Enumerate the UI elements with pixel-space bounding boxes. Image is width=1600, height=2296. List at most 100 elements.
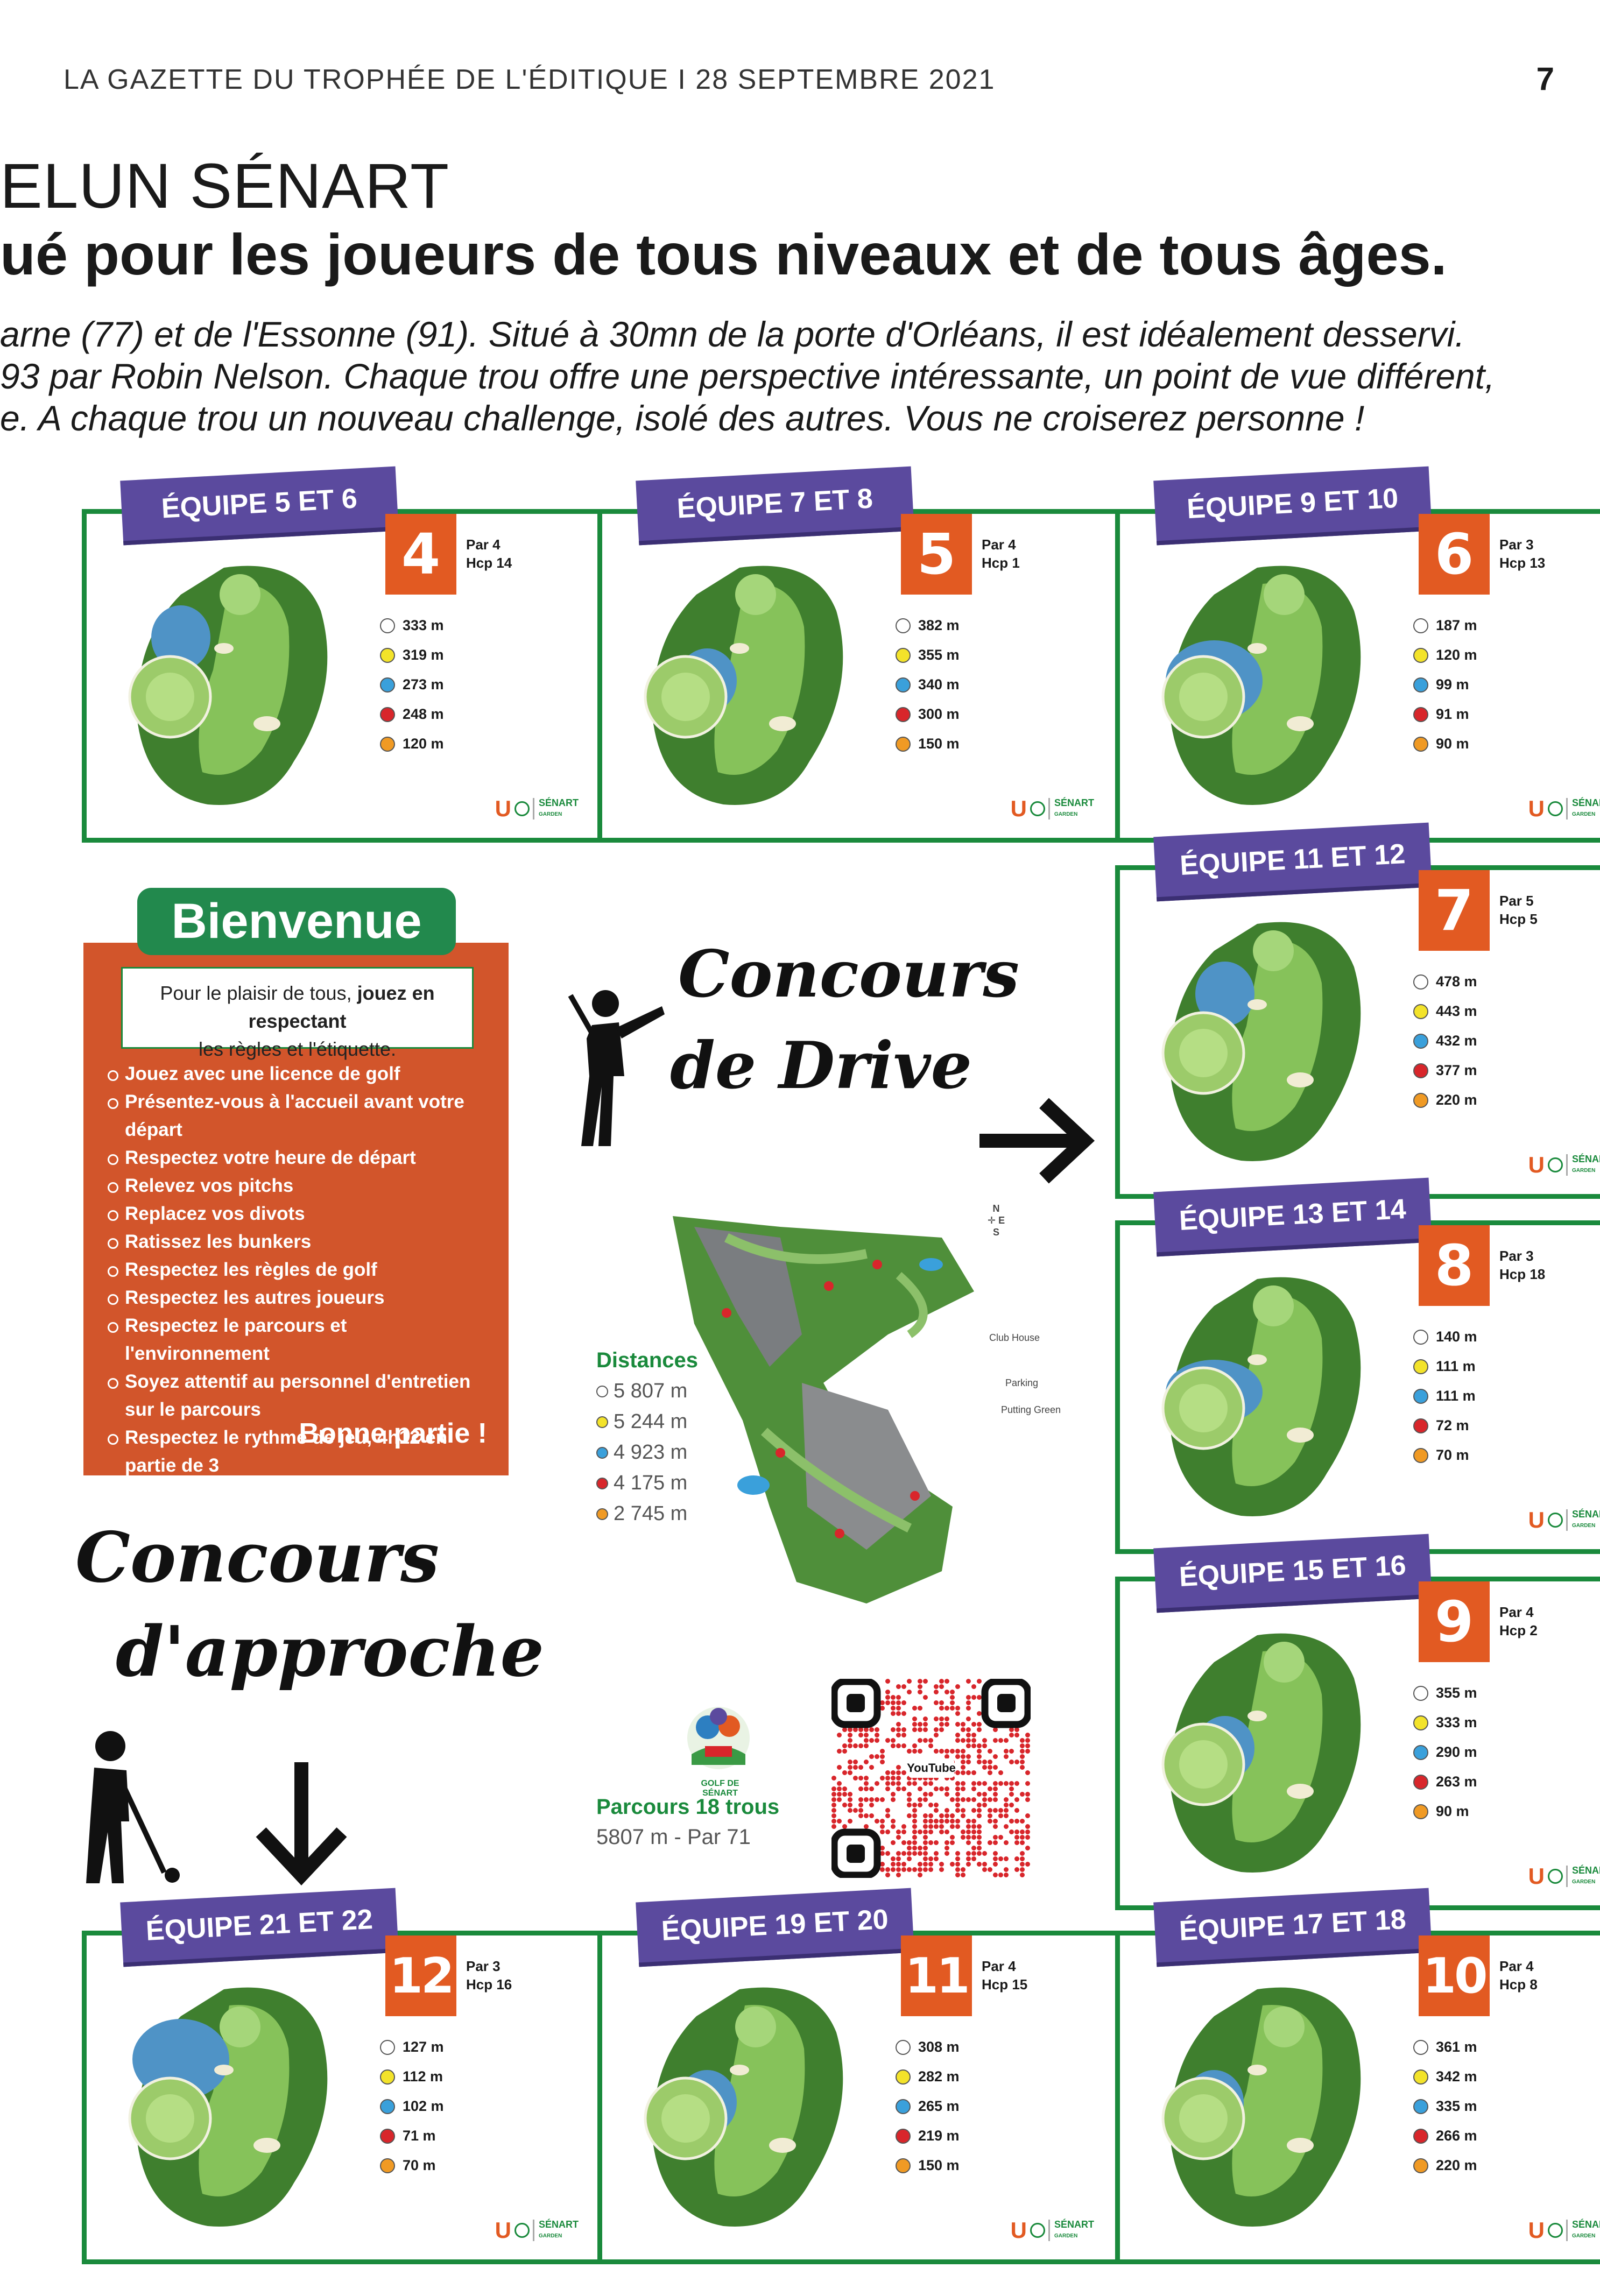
intro-line: e. A chaque trou un nouveau challenge, i…: [0, 398, 1365, 438]
logo-u: U: [1010, 796, 1027, 821]
welcome-message-a: Pour le plaisir de tous,: [160, 982, 357, 1004]
tee-distance: 308 m: [918, 2039, 960, 2055]
logo-line1: SÉNART: [1571, 2219, 1600, 2230]
rule-item: Respectez votre heure de départ: [108, 1144, 495, 1172]
tee-distance: 102 m: [403, 2098, 444, 2114]
tee-distance-row: 308 m: [896, 2032, 960, 2062]
hole-number: 12: [385, 1935, 456, 2016]
tee-color-icon: [1413, 1804, 1428, 1819]
hole-par: Par 3: [1499, 1248, 1534, 1264]
tee-color-icon: [896, 2158, 911, 2173]
tee-color-icon: [1413, 1744, 1428, 1760]
tee-color-icon: [1413, 677, 1428, 693]
distance-row: 4 175 m: [596, 1468, 698, 1499]
tee-distance: 150 m: [918, 736, 960, 752]
tee-distance: 300 m: [918, 706, 960, 722]
tee-distance: 91 m: [1436, 706, 1469, 722]
logo-circle-icon: [1547, 801, 1563, 816]
hole-par-info: Par 3 Hcp 18: [1499, 1247, 1545, 1283]
map-label-parking: Parking: [1005, 1377, 1039, 1388]
tee-distance-row: 333 m: [380, 611, 444, 640]
tee-distance-row: 127 m: [380, 2032, 444, 2062]
tee-color-icon: [1413, 1033, 1428, 1049]
hole-handicap: Hcp 18: [1499, 1266, 1546, 1282]
logo-line1: SÉNART: [1571, 1509, 1600, 1520]
tee-distance-row: 220 m: [1413, 1085, 1477, 1115]
tee-color-icon: [380, 2099, 395, 2114]
tee-color-icon: [1413, 647, 1428, 663]
rule-item: Respectez les règles de golf: [108, 1256, 495, 1284]
tee-distance-row: 150 m: [896, 2151, 960, 2180]
tee-color-icon: [1413, 1004, 1428, 1019]
rule-item: Jouez avec une licence de golf: [108, 1060, 495, 1088]
logo-line1: SÉNART: [538, 2219, 579, 2230]
tee-color-icon: [596, 1385, 608, 1397]
golf-de-senart-label: GOLF DE SÉNART: [701, 1779, 739, 1798]
tee-color-icon: [896, 2069, 911, 2085]
logo-circle-icon: [1547, 2223, 1563, 2238]
tee-color-icon: [1413, 1063, 1428, 1078]
tee-distance-row: 220 m: [1413, 2151, 1477, 2180]
page-header: LA GAZETTE DU TROPHÉE DE L'ÉDITIQUE I 28…: [64, 64, 996, 95]
team-banner: ÉQUIPE 5 ET 6: [120, 466, 399, 546]
logo-u: U: [1010, 2217, 1027, 2243]
approach-title-1: Concours: [75, 1517, 440, 1598]
team-banner: ÉQUIPE 9 ET 10: [1153, 466, 1432, 546]
logo-u: U: [1528, 1507, 1545, 1532]
tee-distance: 263 m: [1436, 1774, 1477, 1790]
tee-distance-row: 382 m: [896, 611, 960, 640]
map-label-practice: Practice: [919, 1438, 955, 1449]
tee-distance-row: 112 m: [380, 2062, 444, 2092]
tee-distance-row: 377 m: [1413, 1056, 1477, 1085]
logo-line2: GARDEN: [1571, 1168, 1596, 1174]
tee-color-icon: [1413, 974, 1428, 990]
rule-item: Présentez-vous à l'accueil avant votre d…: [108, 1088, 495, 1144]
rule-item: Respectez les autres joueurs: [108, 1284, 495, 1312]
tee-distance-row: 72 m: [1413, 1411, 1477, 1440]
tee-color-icon: [1413, 1092, 1428, 1108]
tee-distance-row: 282 m: [896, 2062, 960, 2092]
team-banner: ÉQUIPE 19 ET 20: [636, 1888, 914, 1967]
tee-distance-row: 70 m: [1413, 1440, 1477, 1470]
tee-distance-row: 300 m: [896, 700, 960, 729]
hole-handicap: Hcp 13: [1499, 555, 1546, 571]
rule-item: Soyez attentif au personnel d'entretien …: [108, 1368, 495, 1424]
tee-distance-row: 140 m: [1413, 1322, 1477, 1352]
logo-line1: SÉNART: [1571, 1865, 1600, 1876]
tee-color-icon: [1413, 1388, 1428, 1404]
tee-distance: 140 m: [1436, 1329, 1477, 1345]
approach-title-2: d'approche: [116, 1612, 544, 1692]
youtube-logo: YouTube: [907, 1758, 956, 1778]
map-label-club-house: Club House: [989, 1332, 1040, 1343]
arrow-right-icon: [979, 1098, 1095, 1184]
welcome-message: Pour le plaisir de tous, jouez en respec…: [121, 967, 474, 1060]
logo-line2: GARDEN: [1571, 1523, 1596, 1529]
hole-layout-image: [644, 566, 843, 805]
tee-distance-row: 99 m: [1413, 670, 1477, 700]
hole-par: Par 4: [982, 536, 1016, 553]
tee-distance: 340 m: [918, 676, 960, 693]
qr-code[interactable]: [831, 1679, 1031, 1878]
tee-distance-row: 120 m: [380, 729, 444, 759]
tee-distance: 71 m: [403, 2128, 436, 2144]
tee-distance: 111 m: [1436, 1388, 1476, 1404]
hole-number: 4: [385, 514, 456, 595]
tee-color-icon: [1413, 707, 1428, 722]
distance-row: 4 923 m: [596, 1437, 698, 1468]
tee-distance-row: 111 m: [1413, 1352, 1477, 1381]
team-banner: ÉQUIPE 15 ET 16: [1153, 1534, 1432, 1613]
tee-color-icon: [1413, 1329, 1428, 1345]
